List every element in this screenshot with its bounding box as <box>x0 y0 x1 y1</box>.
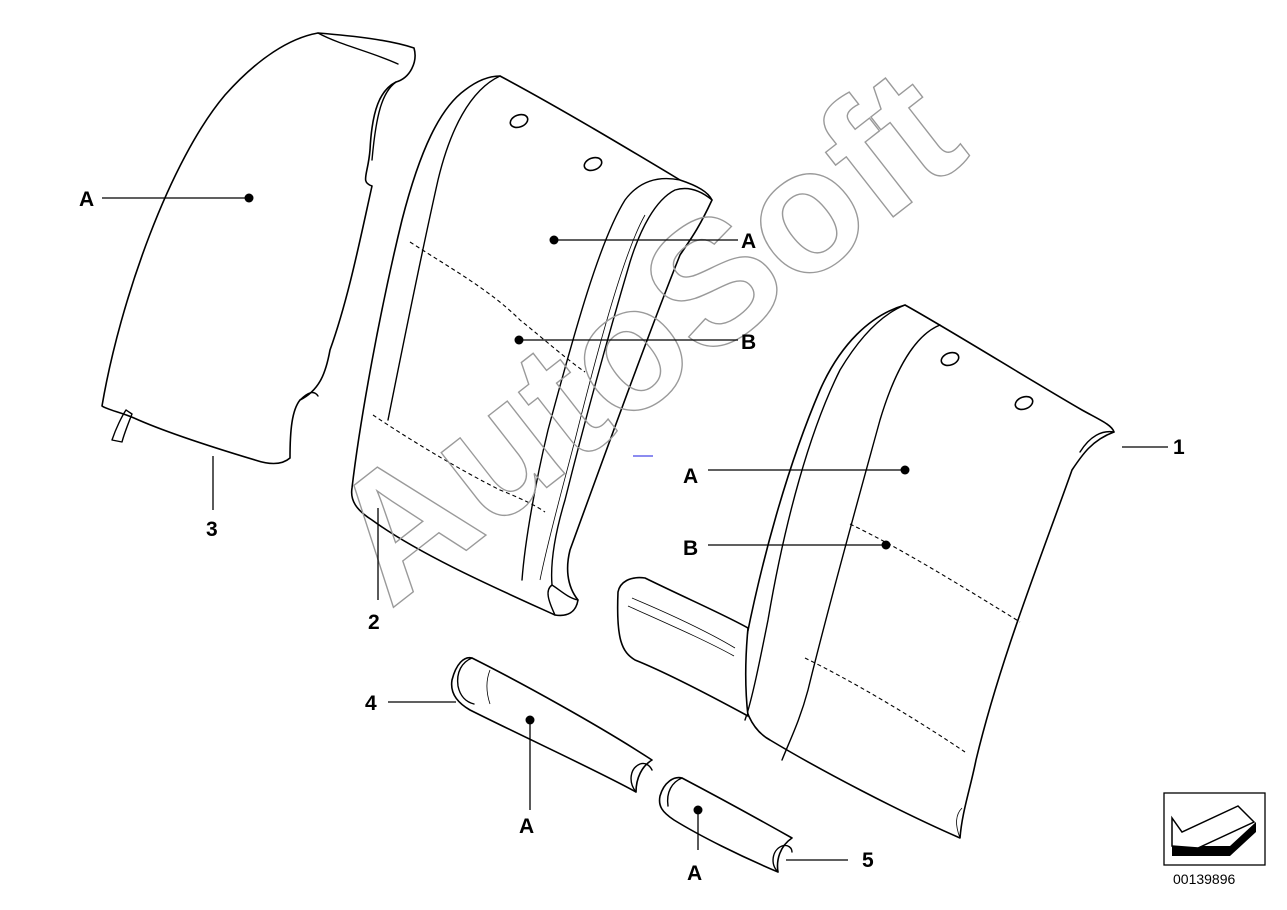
label-part-4: 4 <box>365 692 377 715</box>
label-part2-material-a: A <box>741 230 756 253</box>
label-part-1: 1 <box>1173 436 1185 459</box>
label-part5-material-a: A <box>687 862 702 885</box>
label-part-5: 5 <box>862 849 874 872</box>
watermark-accent <box>633 455 653 457</box>
label-part4-material-a: A <box>519 815 534 838</box>
label-part3-material-a: A <box>79 188 94 211</box>
label-part2-material-b: B <box>741 331 756 354</box>
label-part-3: 3 <box>206 518 218 541</box>
part-2-backrest-cover[interactable] <box>350 75 713 617</box>
direction-arrow-icon <box>1163 792 1266 866</box>
part-3-side-cover[interactable] <box>101 32 416 465</box>
label-part1-material-b: B <box>683 537 698 560</box>
part-5-tube-cover[interactable] <box>658 776 793 873</box>
leader-lines <box>102 193 1168 861</box>
callout-labels: A 3 A B 2 A B 1 4 A A 5 <box>79 188 1185 885</box>
part-1-lower-bolster[interactable] <box>616 576 749 717</box>
label-part1-material-a: A <box>683 465 698 488</box>
label-part-2: 2 <box>368 611 380 634</box>
part-4-tube-cover[interactable] <box>450 656 653 793</box>
diagram-code: 00139896 <box>1173 871 1236 887</box>
part-1-backrest-cover[interactable] <box>739 304 1115 839</box>
